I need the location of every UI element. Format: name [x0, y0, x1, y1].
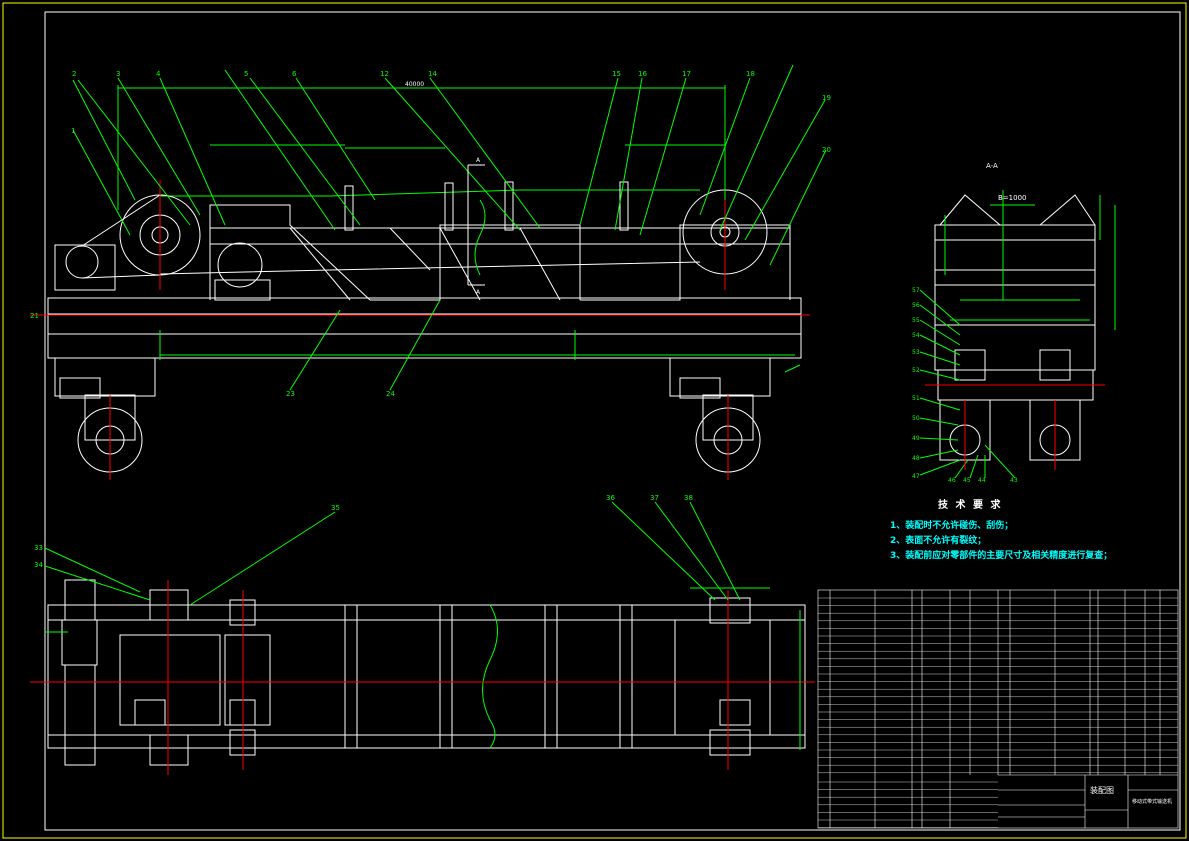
- part-label-38: 38: [684, 494, 693, 502]
- belt-width-dimension: B=1000: [998, 194, 1026, 202]
- tech-requirement-1: 1、装配时不允许碰伤、刮伤；: [890, 521, 1014, 531]
- plan-view-leaders: [44, 501, 801, 750]
- part-label-1: 1: [71, 127, 75, 135]
- part-label-36: 36: [606, 494, 615, 502]
- bom-row-grid: [818, 597, 1178, 828]
- part-label-43: 43: [1010, 477, 1018, 484]
- part-label-21: 21: [30, 312, 39, 320]
- part-label-48: 48: [912, 455, 920, 462]
- part-label-23: 23: [286, 390, 295, 398]
- part-label-19: 19: [822, 94, 831, 102]
- part-label-34: 34: [34, 561, 43, 569]
- part-label-2: 2: [72, 70, 76, 78]
- overall-length-dimension: 40000: [405, 81, 424, 88]
- part-label-5: 5: [244, 70, 248, 78]
- front-elevation-view: [47, 181, 802, 473]
- part-label-54: 54: [912, 332, 920, 339]
- section-marker-a-top: A: [476, 157, 481, 164]
- plan-view-centerlines: [30, 580, 815, 775]
- title-block-subtitle: 移动式带式输送机: [1132, 798, 1172, 805]
- part-label-18: 18: [746, 70, 755, 78]
- part-label-52: 52: [912, 367, 920, 374]
- part-label-49: 49: [912, 435, 920, 442]
- part-label-46: 46: [948, 477, 956, 484]
- part-label-35: 35: [331, 504, 340, 512]
- part-label-37: 37: [650, 494, 659, 502]
- part-label-16: 16: [638, 70, 647, 78]
- tech-requirement-3: 3、装配前应对零部件的主要尺寸及相关精度进行复查；: [890, 551, 1113, 561]
- part-labels-front: 1 2 3 4 5 6 12 14 15 16 17 18 19 20 21 2…: [30, 70, 831, 398]
- title-block-drawing-name: 装配图: [1090, 785, 1114, 795]
- section-marker-a-bottom: A: [476, 289, 481, 296]
- part-label-33: 33: [34, 544, 43, 552]
- tech-requirements-title: 技 术 要 求: [938, 500, 1003, 511]
- bill-of-materials-table: [817, 589, 1179, 829]
- part-labels-section: 57 56 55 54 53 52 51 50 49 48 47 46 45 4…: [912, 287, 1018, 484]
- tech-requirement-2: 2、表面不允许有裂纹；: [890, 536, 987, 546]
- part-label-15: 15: [612, 70, 621, 78]
- part-label-45: 45: [963, 477, 971, 484]
- section-view-centerlines: [925, 384, 1105, 470]
- part-label-51: 51: [912, 395, 920, 402]
- part-label-12: 12: [380, 70, 389, 78]
- part-label-4: 4: [156, 70, 161, 78]
- part-label-53: 53: [912, 349, 920, 356]
- part-label-56: 56: [912, 302, 920, 309]
- section-a-a-label: A-A: [986, 162, 998, 170]
- part-label-20: 20: [822, 146, 831, 154]
- part-label-14: 14: [428, 70, 437, 78]
- part-label-47: 47: [912, 473, 920, 480]
- part-label-57: 57: [912, 287, 920, 294]
- part-label-17: 17: [682, 70, 691, 78]
- plan-view: [47, 579, 806, 766]
- part-labels-plan: 33 34 35 36 37 38: [34, 494, 693, 569]
- section-cut-markers: [467, 164, 486, 286]
- section-view-a-a: [934, 194, 1096, 461]
- part-label-55: 55: [912, 317, 920, 324]
- part-label-6: 6: [292, 70, 297, 78]
- title-block: [998, 774, 1178, 828]
- section-view-dimensions: [919, 190, 1116, 479]
- part-label-24: 24: [386, 390, 395, 398]
- front-elevation-dimensions: [72, 64, 827, 391]
- part-label-3: 3: [116, 70, 120, 78]
- sheet-inner-border: [44, 11, 1181, 831]
- part-label-44: 44: [978, 477, 986, 484]
- part-label-50: 50: [912, 415, 920, 422]
